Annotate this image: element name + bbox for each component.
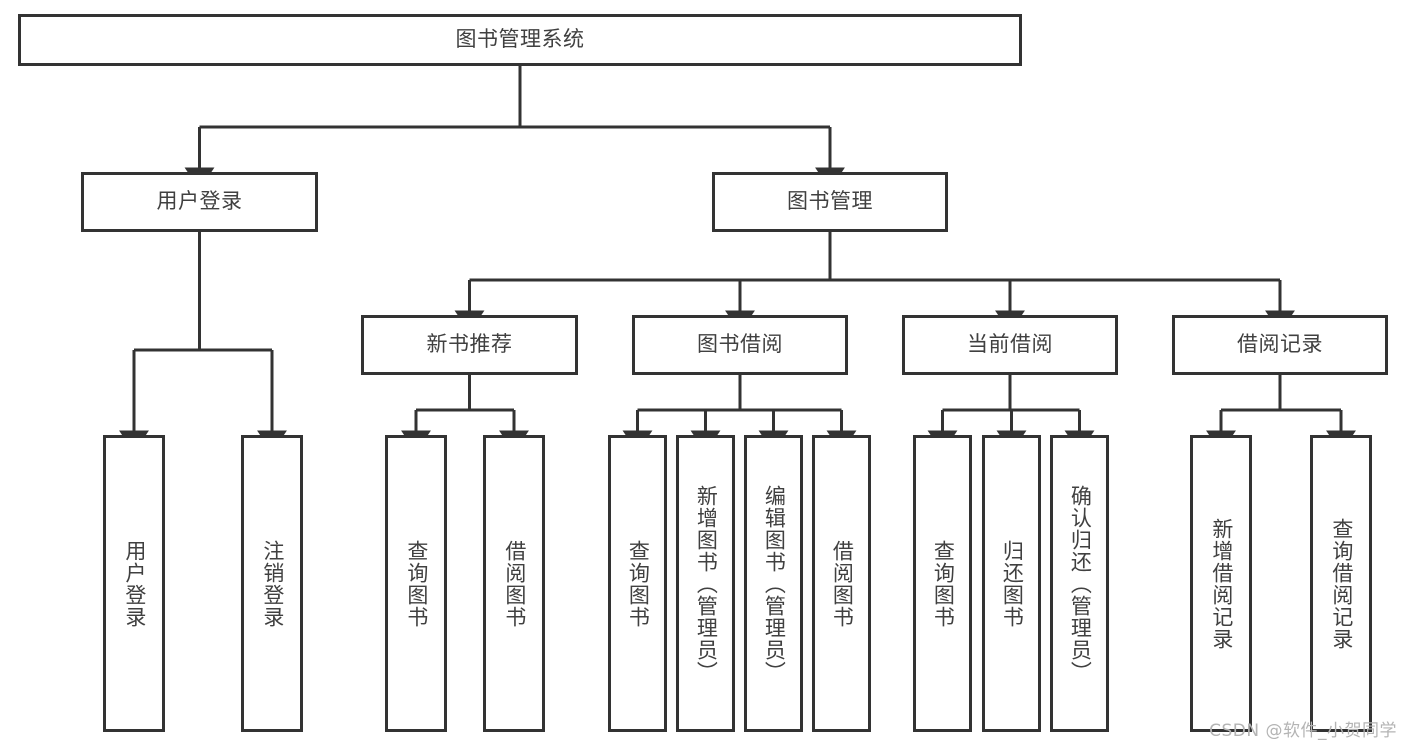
node-leaf-add-record[interactable]: 新增借阅记录 (1190, 435, 1252, 732)
node-new-book-rec[interactable]: 新书推荐 (361, 315, 578, 375)
node-label: 查询图书 (931, 539, 956, 628)
node-label: 查询图书 (626, 539, 651, 628)
node-label: 查询借阅记录 (1329, 517, 1354, 650)
node-label: 借阅图书 (502, 539, 527, 628)
node-leaf-query-record[interactable]: 查询借阅记录 (1310, 435, 1372, 732)
node-label: 用户登录 (122, 539, 147, 628)
node-leaf-confirm-return[interactable]: 确认归还（管理员） (1050, 435, 1109, 732)
node-leaf-borrow-book-2[interactable]: 借阅图书 (812, 435, 871, 732)
node-label: 查询图书 (404, 539, 429, 628)
node-leaf-user-logout[interactable]: 注销登录 (241, 435, 303, 732)
node-current-borrow[interactable]: 当前借阅 (902, 315, 1118, 375)
node-label: 借阅记录 (1237, 332, 1323, 357)
node-leaf-query-book-3[interactable]: 查询图书 (913, 435, 972, 732)
node-label: 用户登录 (156, 189, 243, 214)
node-label: 图书管理系统 (455, 27, 585, 52)
node-leaf-user-login[interactable]: 用户登录 (103, 435, 165, 732)
node-leaf-edit-book[interactable]: 编辑图书（管理员） (744, 435, 803, 732)
node-leaf-query-book-2[interactable]: 查询图书 (608, 435, 667, 732)
node-label: 新增图书（管理员） (694, 484, 719, 683)
node-leaf-query-book-1[interactable]: 查询图书 (385, 435, 447, 732)
node-label: 借阅图书 (830, 539, 855, 628)
node-label: 归还图书 (1000, 539, 1025, 628)
node-label: 当前借阅 (967, 332, 1053, 357)
node-leaf-return-book[interactable]: 归还图书 (982, 435, 1041, 732)
node-borrow-record[interactable]: 借阅记录 (1172, 315, 1388, 375)
node-label: 新书推荐 (426, 332, 513, 357)
node-label: 确认归还（管理员） (1068, 484, 1093, 683)
node-book-borrow[interactable]: 图书借阅 (632, 315, 848, 375)
node-label: 注销登录 (260, 539, 285, 628)
node-leaf-add-book[interactable]: 新增图书（管理员） (676, 435, 735, 732)
node-book-manage[interactable]: 图书管理 (712, 172, 948, 232)
node-user-login[interactable]: 用户登录 (81, 172, 318, 232)
node-root-system[interactable]: 图书管理系统 (18, 14, 1022, 66)
node-label: 图书借阅 (697, 332, 783, 357)
node-leaf-borrow-book-1[interactable]: 借阅图书 (483, 435, 545, 732)
node-label: 新增借阅记录 (1209, 517, 1234, 650)
node-label: 编辑图书（管理员） (762, 484, 787, 683)
node-label: 图书管理 (787, 189, 873, 214)
